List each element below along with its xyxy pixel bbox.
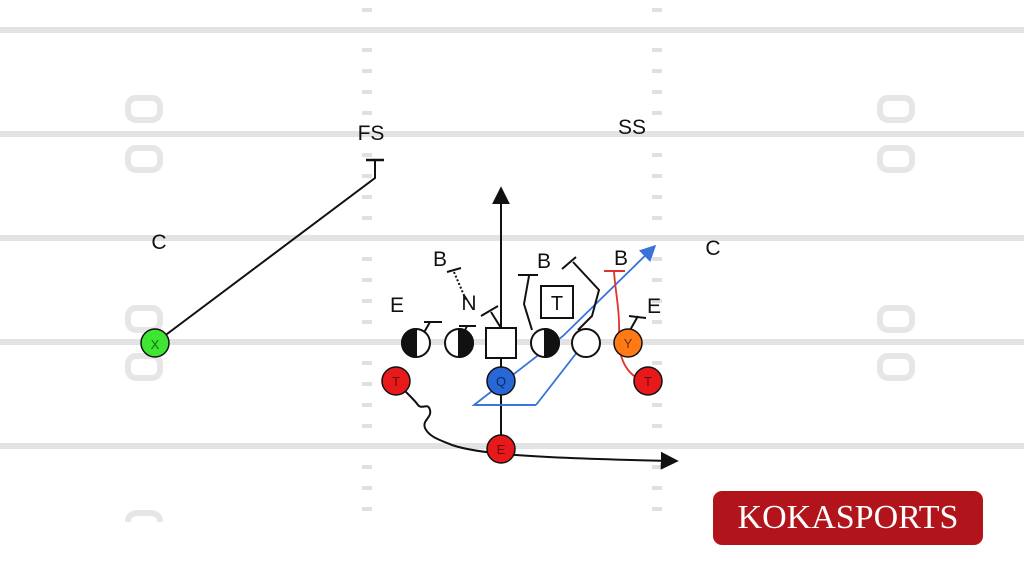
half-filled-circle-icon xyxy=(444,327,474,359)
nose-label: N xyxy=(461,292,476,315)
split-end-player xyxy=(140,328,170,358)
field-number-zero-icon xyxy=(877,353,915,381)
field-number-zero-icon xyxy=(877,305,915,333)
split-end-route xyxy=(154,160,376,344)
quarterback-player xyxy=(486,366,516,396)
players: X Q E T Y T xyxy=(140,328,663,464)
routes xyxy=(154,158,679,470)
tight-end-label: Y xyxy=(624,336,633,351)
field-number-ghosts xyxy=(125,95,915,523)
field-number-zero-icon xyxy=(125,305,163,333)
field-number-zero-icon xyxy=(125,95,163,123)
field-number-zero-icon xyxy=(125,510,163,523)
tackle-box xyxy=(540,285,574,319)
hash-marks-left xyxy=(362,8,372,511)
field-number-zero-icon xyxy=(125,145,163,173)
left-end-label: E xyxy=(390,294,404,317)
right-back-player xyxy=(633,366,663,396)
hash-marks-right xyxy=(652,8,662,511)
half-filled-circle-icon xyxy=(530,327,560,359)
left-corner-label: C xyxy=(151,231,166,254)
split-end-label: X xyxy=(151,337,160,352)
offensive-line xyxy=(401,327,601,359)
right-corner-label: C xyxy=(705,237,720,260)
left-back-label: T xyxy=(392,374,400,389)
kokasports-logo: KOKASPORTS xyxy=(713,491,983,545)
circle-outline-icon xyxy=(571,328,601,358)
field-number-zero-icon xyxy=(877,145,915,173)
square-outline-icon xyxy=(485,327,517,359)
quarterback-label: Q xyxy=(496,374,506,389)
free-safety-label: FS xyxy=(358,122,385,145)
right-backer-label: B xyxy=(614,247,628,270)
right-end-label: E xyxy=(647,295,661,318)
tight-end-player xyxy=(613,328,643,358)
right-back-label: T xyxy=(644,374,652,389)
field-number-zero-icon xyxy=(125,353,163,381)
tackle-box-label: T xyxy=(551,293,563,315)
tailback-label: E xyxy=(497,442,506,457)
half-filled-circle-icon xyxy=(401,327,431,359)
defense-labels: FS SS C C E E B B B N xyxy=(151,116,720,318)
tailback-player xyxy=(486,434,516,464)
brand-logo-text: KOKASPORTS xyxy=(737,499,959,536)
left-backer-label: B xyxy=(433,248,447,271)
strong-safety-label: SS xyxy=(618,116,646,139)
middle-backer-label: B xyxy=(537,250,551,273)
field-number-zero-icon xyxy=(877,95,915,123)
left-back-player xyxy=(381,366,411,396)
